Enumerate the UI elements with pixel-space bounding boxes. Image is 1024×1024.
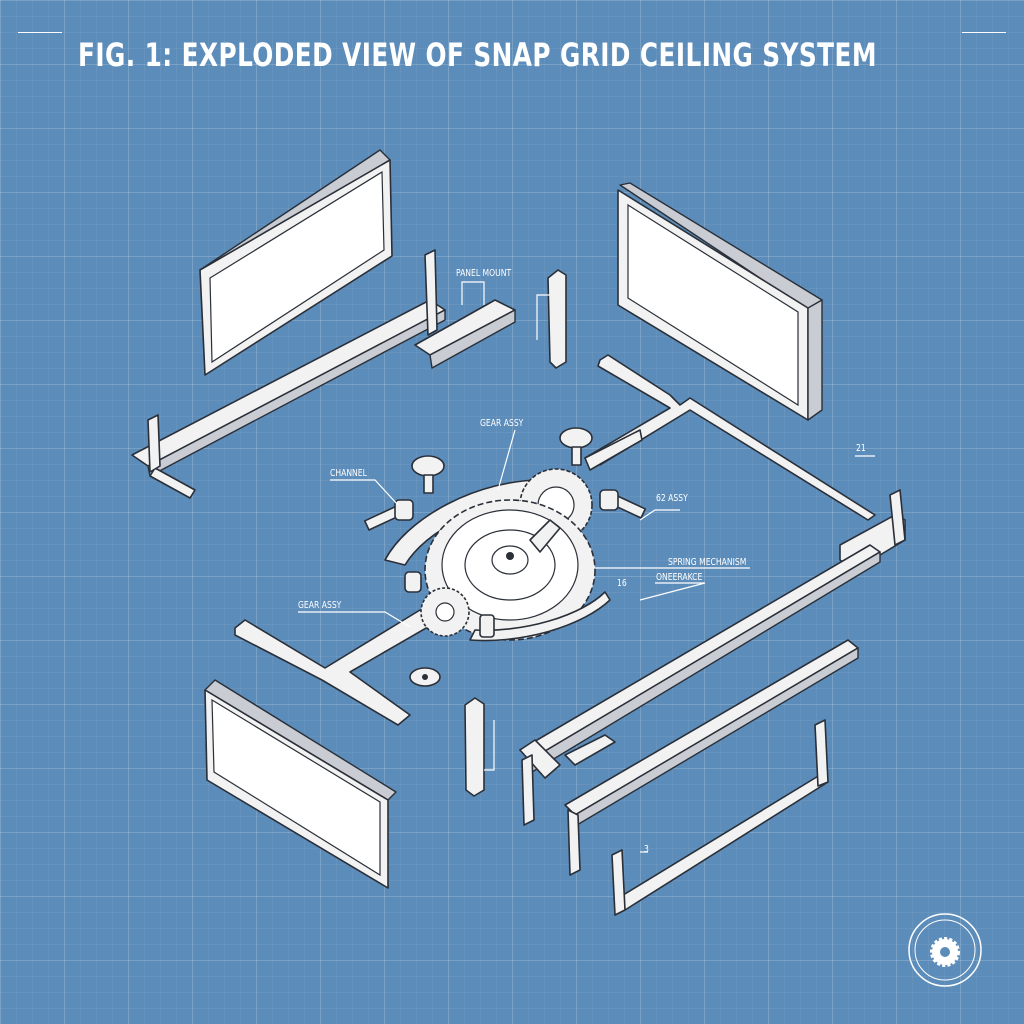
- label-62-assy: 62 ASSY: [656, 493, 688, 504]
- label-clearance: ONEERAKCE: [656, 572, 703, 583]
- grid-rail-right: [584, 354, 906, 571]
- label-spring-mechanism: SPRING MECHANISM: [668, 557, 747, 568]
- label-panel-mount: PANEL MOUNT: [456, 268, 512, 279]
- label-gear-assy-top: GEAR ASSY: [480, 418, 524, 429]
- corner-mark-tr: [962, 32, 1006, 33]
- label-3: 3: [644, 844, 649, 855]
- screw-top-right: [559, 427, 593, 466]
- ceiling-panel-top-right: [617, 182, 823, 421]
- ceiling-panel-bottom-left: [204, 679, 397, 889]
- mount-post-bottom: [464, 697, 485, 797]
- label-16: 16: [617, 578, 627, 589]
- label-21: 21: [856, 443, 866, 454]
- grid-rail-top-left: [131, 249, 516, 499]
- mount-post-top: [547, 269, 567, 369]
- screw-top-left: [411, 455, 445, 494]
- figure-title: FIG. 1: EXPLODED VIEW OF SNAP GRID CEILI…: [78, 36, 877, 74]
- gear-assembly: [384, 468, 611, 642]
- grid-rail-long: [519, 544, 881, 826]
- label-gear-assy-left: GEAR ASSY: [298, 600, 342, 611]
- label-channel: CHANNEL: [330, 468, 367, 479]
- corner-mark-tl: [18, 32, 62, 33]
- patent-office-stamp: [908, 913, 982, 987]
- leader-lines: [298, 281, 875, 853]
- grid-rail-bottom-right: [564, 639, 859, 916]
- ceiling-panel-top-left: [199, 149, 393, 376]
- bolt-right: [599, 489, 647, 519]
- washer-bottom: [409, 667, 441, 687]
- grid-rail-bottom-left: [234, 609, 441, 726]
- bolt-left: [363, 499, 414, 531]
